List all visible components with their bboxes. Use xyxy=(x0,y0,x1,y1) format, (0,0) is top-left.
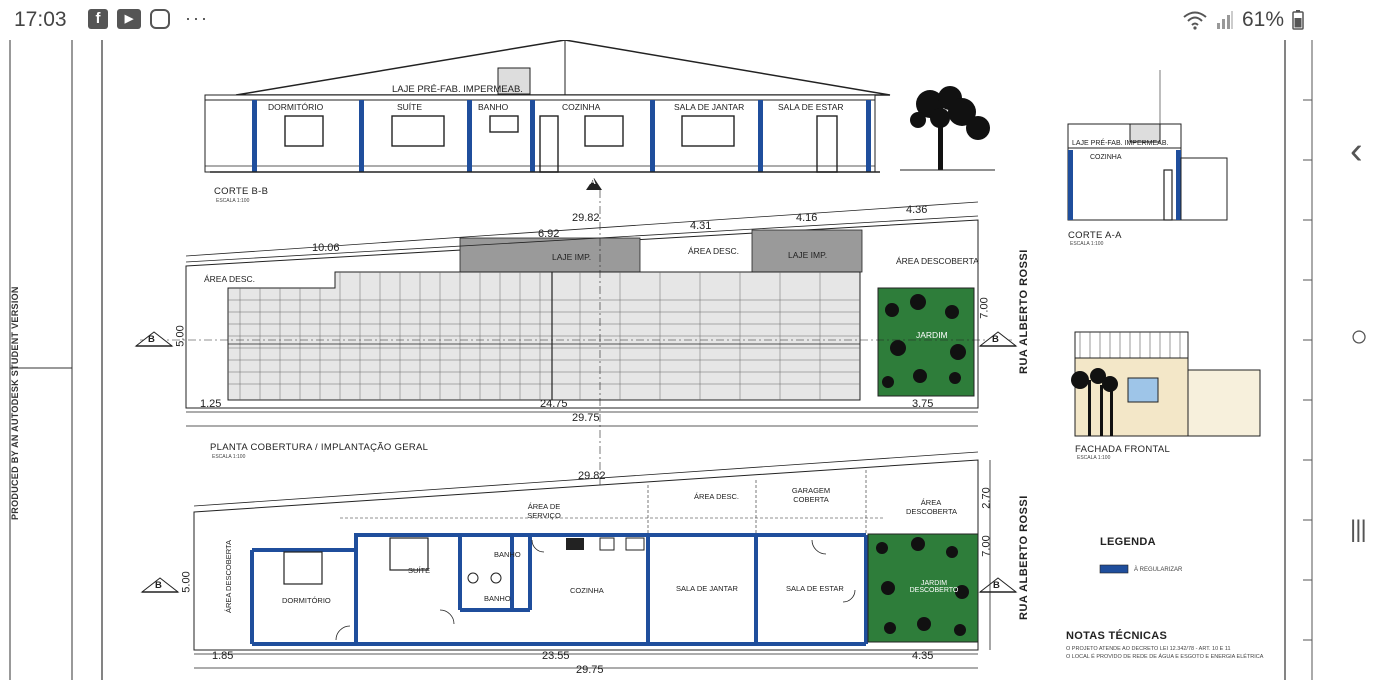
signal-icon xyxy=(1216,11,1233,29)
corte-aa-scale: ESCALA 1:100 xyxy=(1070,241,1104,247)
corte-bb-title: CORTE B-B xyxy=(214,186,269,197)
planta-cobertura-title: PLANTA COBERTURA / IMPLANTAÇÃO GERAL xyxy=(210,442,429,453)
room-label: ÁREA DESCOBERTA xyxy=(224,539,234,614)
dimension-label: 7.00 xyxy=(978,297,991,319)
facebook-icon: f xyxy=(88,8,108,29)
corte-bb-scale: ESCALA 1:100 xyxy=(216,198,250,204)
room-label: JARDIM DESCOBERTO xyxy=(909,580,959,594)
room-label: ÁREA DESC. xyxy=(694,492,740,501)
notes-title: NOTAS TÉCNICAS xyxy=(1066,630,1168,642)
dimension-label: 10.06 xyxy=(312,242,340,254)
dimension-label: 1.25 xyxy=(200,398,222,410)
back-button[interactable]: ‹ xyxy=(1350,130,1363,172)
wifi-icon xyxy=(1183,11,1207,30)
area-label: ÁREA DESC. xyxy=(204,274,256,284)
section-mark-b-right: B xyxy=(992,334,999,345)
dimension-label: 29.82 xyxy=(578,470,606,482)
section-mark-b-right: B xyxy=(993,580,1000,591)
room-label: SALA DE ESTAR xyxy=(786,584,844,593)
room-label: BANHO xyxy=(478,102,509,112)
dimension-label: 6.92 xyxy=(538,228,560,240)
legend-title: LEGENDA xyxy=(1100,536,1156,548)
dimension-label: 29.82 xyxy=(572,212,600,224)
instagram-icon xyxy=(150,8,170,29)
notes-line: O LOCAL É PROVIDO DE REDE DE ÁGUA E ESGO… xyxy=(1066,654,1264,660)
planta-cobertura-scale: ESCALA 1:100 xyxy=(212,454,246,460)
status-bar: 17:03 f ▶ ··· 61% xyxy=(0,0,1400,40)
home-button[interactable]: ○ xyxy=(1350,320,1369,353)
notification-icons: f ▶ ··· xyxy=(88,8,209,29)
drawing-sheet[interactable]: PRODUCED BY AN AUTODESK STUDENT VERSION … xyxy=(0,40,1318,680)
dimension-label: 5.00 xyxy=(174,325,187,347)
area-label: ÁREA DESCOBERTA xyxy=(896,256,979,266)
section-mark-b-left: B xyxy=(155,580,162,591)
legend-swatch xyxy=(1099,564,1129,574)
more-notifications-icon: ··· xyxy=(185,8,209,28)
roof-label-aa: LAJE PRÉ-FAB. IMPERMEAB. xyxy=(1072,140,1169,147)
room-label: COZINHA xyxy=(1090,154,1122,161)
room-label: SUÍTE xyxy=(397,102,423,112)
street-label: RUA ALBERTO ROSSI xyxy=(1018,495,1030,620)
dimension-label: 7.00 xyxy=(980,535,993,557)
drawing-lines xyxy=(9,40,1313,680)
student-version-watermark: PRODUCED BY AN AUTODESK STUDENT VERSION xyxy=(10,286,20,520)
dimension-label: 2.70 xyxy=(980,487,993,509)
area-label: LAJE IMP. xyxy=(552,252,592,262)
fachada-drawing xyxy=(1071,331,1261,437)
room-label: SALA DE JANTAR xyxy=(674,102,745,112)
corte-aa-drawing xyxy=(1067,70,1228,221)
room-label: COZINHA xyxy=(570,586,604,595)
corte-bb-drawing xyxy=(204,40,995,173)
room-label: SALA DE JANTAR xyxy=(676,584,738,593)
dimension-label: 23.55 xyxy=(542,650,570,662)
battery-percent: 61% xyxy=(1241,8,1284,31)
roof-label-bb: LAJE PRÉ-FAB. IMPERMEAB. xyxy=(392,84,523,95)
room-label: ÁREA DE SERVIÇO xyxy=(527,502,561,520)
battery-icon xyxy=(1292,10,1304,30)
room-label: SUÍTE xyxy=(408,566,431,575)
fachada-scale: ESCALA 1:100 xyxy=(1077,455,1111,461)
recents-button[interactable]: ||| xyxy=(1350,516,1367,543)
dimension-label: 5.00 xyxy=(180,571,193,593)
planta-baixa-drawing xyxy=(140,451,1018,669)
room-label: COZINHA xyxy=(562,102,601,112)
room-label: SALA DE ESTAR xyxy=(778,102,844,112)
dimension-label: 4.31 xyxy=(690,220,712,232)
corte-aa-title: CORTE A-A xyxy=(1068,230,1122,241)
planta-cobertura-drawing xyxy=(134,178,1018,500)
system-status: 61% xyxy=(1182,8,1304,32)
room-label: DORMITÓRIO xyxy=(268,102,324,112)
dimension-label: 4.36 xyxy=(906,204,928,216)
room-label: GARAGEM COBERTA xyxy=(791,486,831,504)
dimension-label: 29.75 xyxy=(576,664,604,676)
room-label: DORMITÓRIO xyxy=(282,596,331,605)
legend-item: À REGULARIZAR xyxy=(1134,567,1183,573)
clock: 17:03 xyxy=(14,8,67,31)
section-mark-a: A xyxy=(589,176,596,187)
dimension-label: 24.75 xyxy=(540,398,568,410)
dimension-label: 4.35 xyxy=(912,650,934,662)
notes-line: O PROJETO ATENDE AO DECRETO LEI 12.342/7… xyxy=(1066,646,1231,652)
youtube-icon: ▶ xyxy=(117,8,141,29)
dimension-label: 3.75 xyxy=(912,398,934,410)
section-mark-b-left: B xyxy=(148,334,155,345)
dimension-label: 1.85 xyxy=(212,650,234,662)
dimension-label: 4.16 xyxy=(796,212,818,224)
street-label: RUA ALBERTO ROSSI xyxy=(1018,249,1030,374)
dimension-label: 29.75 xyxy=(572,412,600,424)
room-label: BANHO xyxy=(494,550,521,559)
fachada-title: FACHADA FRONTAL xyxy=(1075,444,1171,455)
room-label: ÁREA DESCOBERTA xyxy=(906,498,957,516)
navigation-bar: ‹ ○ ||| xyxy=(1318,40,1400,680)
room-label: BANHO xyxy=(484,594,511,603)
area-label: LAJE IMP. xyxy=(788,250,828,260)
area-label: ÁREA DESC. xyxy=(688,246,740,256)
area-label: JARDIM xyxy=(916,330,948,340)
